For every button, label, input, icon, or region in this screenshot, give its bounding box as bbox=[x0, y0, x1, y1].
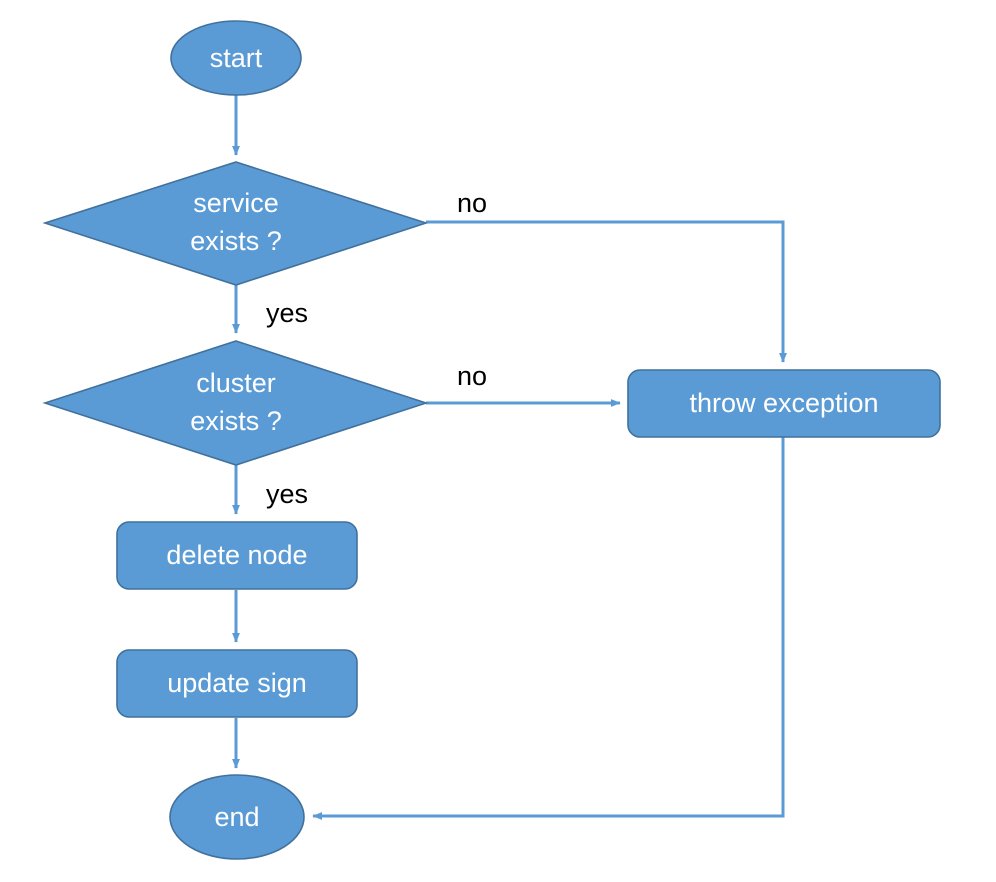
edge-label-service-no: no bbox=[457, 188, 487, 218]
connector-exception-to-end bbox=[312, 437, 785, 820]
service-exists-diamond bbox=[42, 161, 429, 286]
node-end[interactable]: end bbox=[169, 774, 305, 860]
delete-node-box bbox=[116, 521, 358, 590]
delete-node-label: delete node bbox=[166, 540, 307, 570]
start-label: start bbox=[210, 43, 263, 73]
connector-service-no bbox=[426, 220, 787, 363]
node-throw-exception[interactable]: throw exception bbox=[627, 369, 941, 438]
cluster-exists-label-line1: cluster bbox=[196, 368, 276, 398]
edge-label-cluster-no: no bbox=[457, 361, 487, 391]
update-sign-label: update sign bbox=[167, 668, 307, 698]
throw-exception-box bbox=[627, 369, 941, 438]
node-cluster-exists[interactable]: cluster exists ? bbox=[42, 340, 429, 466]
node-update-sign[interactable]: update sign bbox=[116, 649, 358, 718]
throw-exception-label: throw exception bbox=[689, 388, 878, 418]
node-start[interactable]: start bbox=[170, 20, 302, 96]
end-label: end bbox=[214, 802, 259, 832]
service-exists-label-line2: exists ? bbox=[190, 226, 282, 256]
node-service-exists[interactable]: service exists ? bbox=[42, 161, 429, 286]
service-exists-label-line1: service bbox=[193, 188, 279, 218]
node-delete-node[interactable]: delete node bbox=[116, 521, 358, 590]
edge-label-cluster-yes: yes bbox=[266, 479, 308, 509]
start-ellipse bbox=[170, 20, 302, 96]
edge-label-service-yes: yes bbox=[266, 298, 308, 328]
cluster-exists-diamond bbox=[42, 340, 429, 466]
cluster-exists-label-line2: exists ? bbox=[190, 406, 282, 436]
update-sign-box bbox=[116, 649, 358, 718]
end-ellipse bbox=[169, 774, 305, 860]
